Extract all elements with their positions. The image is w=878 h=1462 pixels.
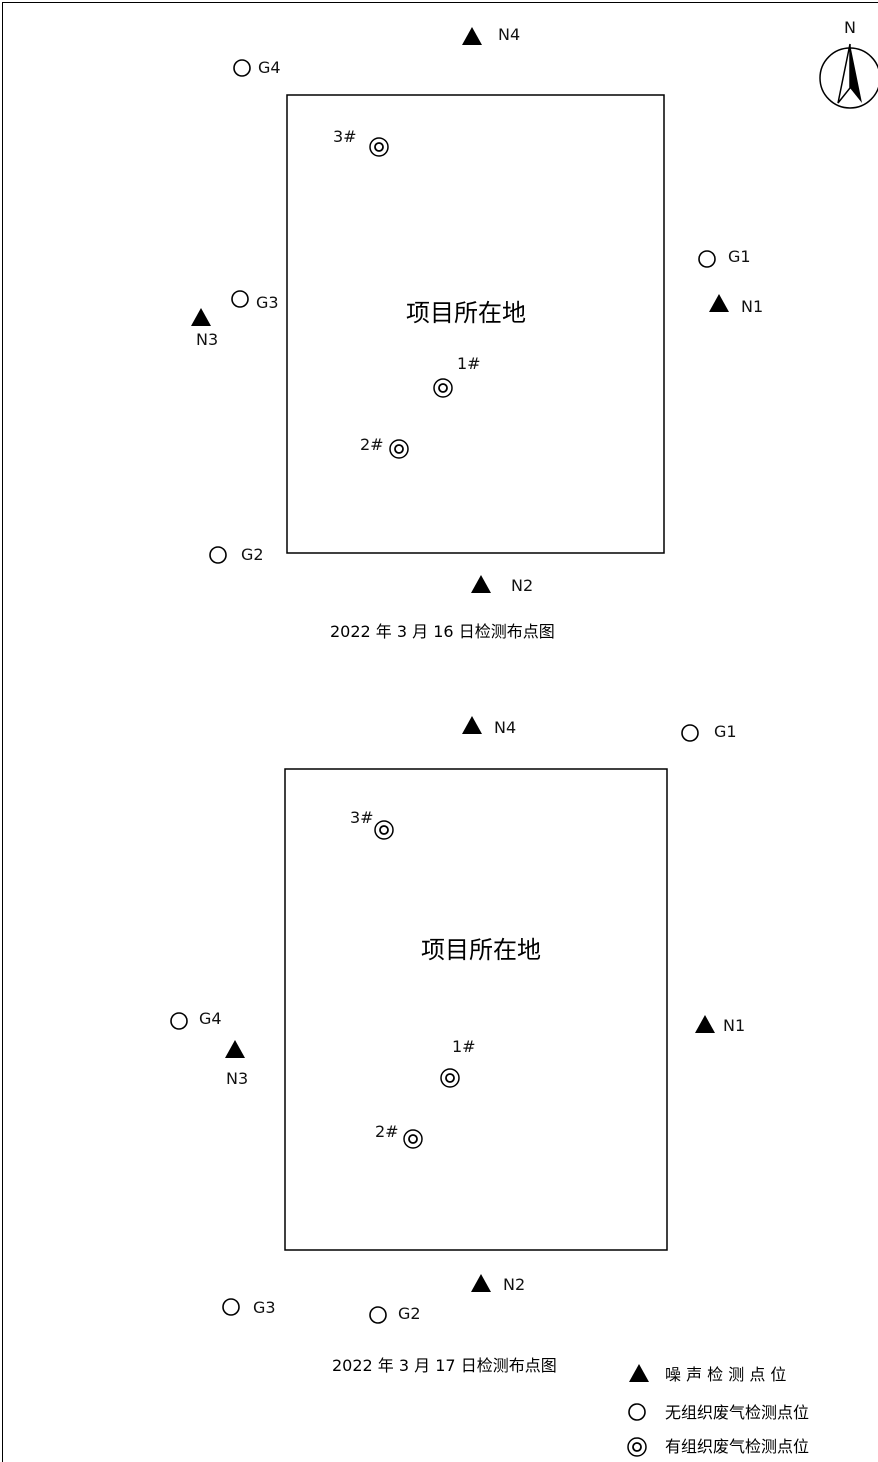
svg-text:G2: G2 (398, 1304, 421, 1323)
svg-text:3#: 3# (333, 127, 357, 146)
svg-text:3#: 3# (350, 808, 374, 827)
north-label: N (844, 18, 856, 37)
stack-point-2: 2# (360, 435, 409, 459)
svg-text:N3: N3 (196, 330, 218, 349)
fugitive-point-G2: G2 (209, 545, 264, 564)
map-caption: 2022 年 3 月 17 日检测布点图 (332, 1356, 557, 1375)
fugitive-point-G4: G4 (233, 58, 281, 77)
stack-point-1: 1# (440, 1037, 476, 1088)
svg-text:N3: N3 (226, 1069, 248, 1088)
svg-text:N1: N1 (741, 297, 763, 316)
svg-text:G3: G3 (253, 1298, 276, 1317)
site-label: 项目所在地 (406, 299, 526, 327)
svg-text:1#: 1# (457, 354, 481, 373)
svg-text:2#: 2# (375, 1122, 399, 1141)
fugitive-point-G4: G4 (170, 1009, 222, 1030)
noise-point-N4: N4 (462, 25, 520, 45)
fugitive-point-G2: G2 (369, 1304, 421, 1324)
project-site-boundary (284, 768, 668, 1251)
map-caption: 2022 年 3 月 16 日检测布点图 (330, 622, 555, 641)
svg-text:有组织废气检测点位: 有组织废气检测点位 (665, 1437, 809, 1456)
circle-icon (628, 1403, 646, 1421)
legend: 噪 声 检 测 点 位 无组织废气检测点位 有组织废气检测点位 (627, 1364, 809, 1457)
stack-point-1: 1# (433, 354, 481, 398)
svg-text:N4: N4 (494, 718, 516, 737)
double-circle-icon (627, 1437, 647, 1457)
svg-text:2#: 2# (360, 435, 384, 454)
stack-point-3: 3# (350, 808, 394, 840)
svg-text:噪 声 检 测 点 位: 噪 声 检 测 点 位 (665, 1365, 786, 1384)
fugitive-point-G3: G3 (231, 290, 279, 312)
svg-text:1#: 1# (452, 1037, 476, 1056)
triangle-icon (629, 1364, 649, 1382)
noise-point-N1: N1 (709, 294, 763, 316)
fugitive-point-G3: G3 (222, 1298, 276, 1317)
svg-text:G1: G1 (714, 722, 737, 741)
noise-point-N3: N3 (225, 1040, 248, 1088)
noise-point-N4: N4 (462, 716, 516, 737)
noise-point-N2: N2 (471, 1274, 525, 1294)
svg-text:G1: G1 (728, 247, 751, 266)
noise-point-N1: N1 (695, 1015, 745, 1035)
svg-text:G2: G2 (241, 545, 264, 564)
svg-text:无组织废气检测点位: 无组织废气检测点位 (665, 1403, 809, 1422)
noise-point-N2: N2 (471, 575, 533, 595)
svg-text:G3: G3 (256, 293, 279, 312)
stack-point-2: 2# (375, 1122, 423, 1149)
noise-point-N3: N3 (191, 308, 218, 349)
svg-text:N2: N2 (503, 1275, 525, 1294)
stack-point-3: 3# (333, 127, 389, 157)
legend-item-stack: 有组织废气检测点位 (627, 1437, 809, 1457)
legend-item-fugitive: 无组织废气检测点位 (628, 1403, 809, 1422)
fugitive-point-G1: G1 (681, 722, 737, 742)
map-2022-03-17: 项目所在地 N4 N1 N3 N2 G1 G4 G3 (170, 716, 745, 1375)
svg-text:N4: N4 (498, 25, 520, 44)
map-2022-03-16: 项目所在地 N4 N1 N3 N2 G4 G1 G3 (191, 25, 763, 641)
legend-item-noise: 噪 声 检 测 点 位 (629, 1364, 786, 1384)
svg-text:G4: G4 (199, 1009, 222, 1028)
svg-text:N2: N2 (511, 576, 533, 595)
svg-text:N1: N1 (723, 1016, 745, 1035)
svg-text:G4: G4 (258, 58, 281, 77)
site-label: 项目所在地 (421, 936, 541, 964)
north-arrow-icon: N (819, 18, 878, 109)
project-site-boundary (286, 94, 665, 554)
fugitive-point-G1: G1 (698, 247, 751, 268)
